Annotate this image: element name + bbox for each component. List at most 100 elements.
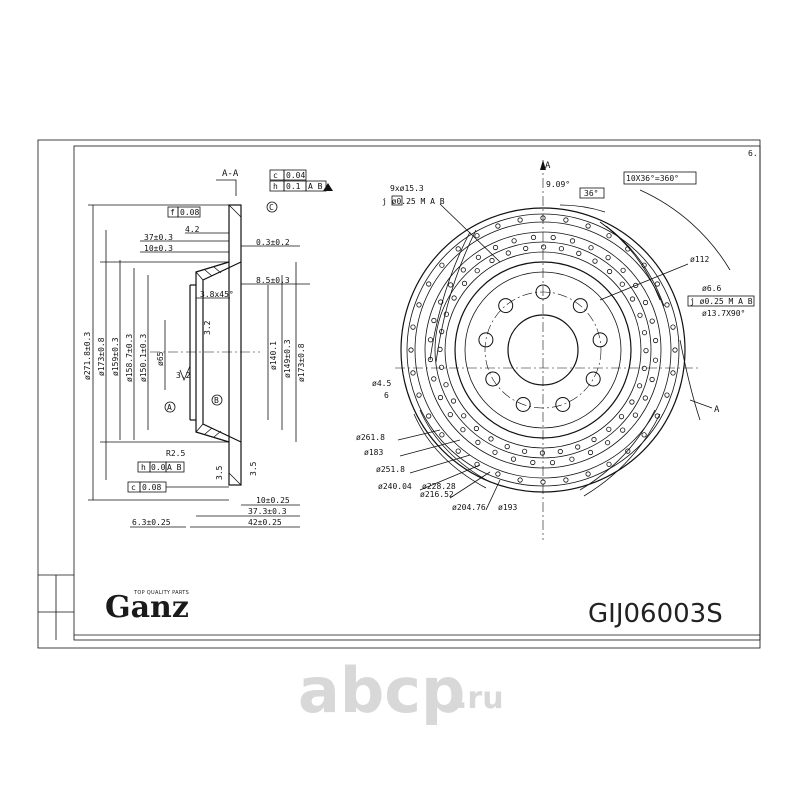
drilled-hole [410, 324, 416, 330]
drilled-hole [450, 398, 457, 404]
tolerance-frame [165, 461, 185, 473]
drilled-hole [517, 217, 523, 223]
drilled-hole [427, 356, 433, 363]
drilled-hole [475, 254, 481, 260]
drilled-hole [625, 246, 631, 252]
drilled-hole [539, 450, 546, 456]
drilled-hole [670, 370, 676, 376]
drilled-hole [461, 413, 467, 419]
part-number: GIJ06003S [588, 599, 723, 629]
drilled-hole [620, 267, 626, 273]
disc-ring [406, 213, 680, 487]
drilled-hole [460, 427, 466, 433]
drilled-hole [540, 215, 546, 221]
tolerance-symbol: c [131, 483, 136, 492]
disc-ring [444, 251, 642, 449]
tolerance-symbol: c [273, 171, 278, 180]
drilled-hole [492, 449, 498, 455]
tolerance-symbol: f [170, 208, 175, 217]
drilled-hole [642, 299, 649, 306]
drilled-hole [641, 432, 647, 438]
drilled-hole [576, 250, 582, 256]
callout-d240: ø240.04 [378, 482, 412, 491]
bolt-hole [585, 371, 601, 387]
dim-0-3: 0.3±0.2 [256, 238, 290, 247]
bolt-hole [485, 371, 501, 387]
watermark-suffix: .ru [456, 681, 504, 716]
drilled-hole [447, 411, 453, 418]
drilled-hole [475, 439, 481, 445]
drilled-hole [605, 255, 611, 261]
dim-173: ø173±0.8 [97, 337, 106, 376]
drilled-hole [606, 426, 612, 432]
inner-frame [73, 145, 761, 641]
bolt-hole [478, 332, 494, 348]
dim-173b: ø173±0.8 [297, 343, 306, 382]
diameter-labels: ø271.8±0.3 ø173±0.8 ø159±0.3 ø158.7±0.3 … [83, 332, 306, 382]
drilled-hole [523, 245, 529, 252]
callout-d261: ø261.8 [356, 433, 385, 442]
dim-r2-5: R2.5 [166, 449, 185, 458]
callout-holes: 9xø15.3 [390, 184, 424, 193]
disc-outer-edge [400, 207, 686, 493]
drilled-hole [618, 413, 625, 420]
section-view: A-A c 0.04 h 0.1 A B f 0.08 C [83, 169, 333, 528]
bolt-hole [535, 284, 551, 300]
drilled-hole [641, 262, 647, 268]
callout-d45: ø4.5 [372, 379, 391, 388]
bolt-hole [515, 397, 531, 412]
section-hatching [195, 266, 222, 438]
drilled-hole [569, 238, 576, 244]
drilled-hole [620, 427, 626, 433]
drilled-hole [633, 282, 639, 288]
dim-271: ø271.8±0.3 [83, 332, 92, 380]
bolt-hole [592, 332, 608, 348]
drilled-hole [461, 280, 468, 286]
drilled-hole [438, 364, 445, 370]
bolt-hole [555, 397, 571, 412]
dim-10-25: 10±0.25 [256, 496, 290, 505]
dim-10: 10±0.3 [144, 244, 173, 253]
bolt-holes [478, 284, 608, 412]
drilled-hole [530, 234, 537, 240]
drilled-hole [563, 477, 569, 483]
drilled-hole [517, 477, 523, 483]
angle-arc [559, 204, 606, 213]
drilled-hole [585, 223, 591, 229]
disc-ring [434, 241, 652, 459]
outer-frame [37, 139, 761, 649]
drilled-hole [511, 238, 517, 244]
brand-tagline: TOP QUALITY PARTS [133, 590, 189, 596]
drilled-hole [460, 267, 466, 273]
drilled-hole [437, 346, 443, 352]
disc-ring [424, 231, 662, 469]
drilled-hole [408, 347, 414, 353]
roughness-mark: 3.2 [176, 371, 191, 380]
dim-149: ø149±0.3 [283, 339, 292, 378]
drilled-hole [492, 244, 499, 251]
drilled-hole [563, 217, 569, 223]
drilled-hole [439, 262, 445, 268]
callout-d66: ø6.6 [702, 284, 721, 293]
drilled-hole [625, 448, 631, 454]
drilled-hole [629, 399, 635, 405]
datum-b-circle [211, 394, 223, 406]
drilled-hole [426, 281, 432, 287]
drilled-hole [474, 268, 480, 274]
drilled-hole [636, 383, 643, 389]
section-label: A-A [222, 169, 239, 179]
front-view: A A [356, 149, 758, 540]
dim-4-2: 4.2 [185, 225, 200, 234]
disc-profile [189, 204, 242, 486]
drilled-hole [606, 233, 612, 239]
friction-ring [228, 204, 242, 486]
datum-c-circle [266, 201, 278, 213]
callout-d228: ø228.28 [422, 482, 456, 491]
diameter-dimension-lines [88, 204, 297, 501]
drilled-hole [619, 281, 625, 287]
drilled-hole [455, 246, 461, 252]
callout-d193: ø193 [498, 503, 517, 512]
roughness-mark: 3.5 [249, 461, 258, 476]
drilled-hole [588, 245, 594, 251]
drilled-hole [629, 296, 636, 302]
